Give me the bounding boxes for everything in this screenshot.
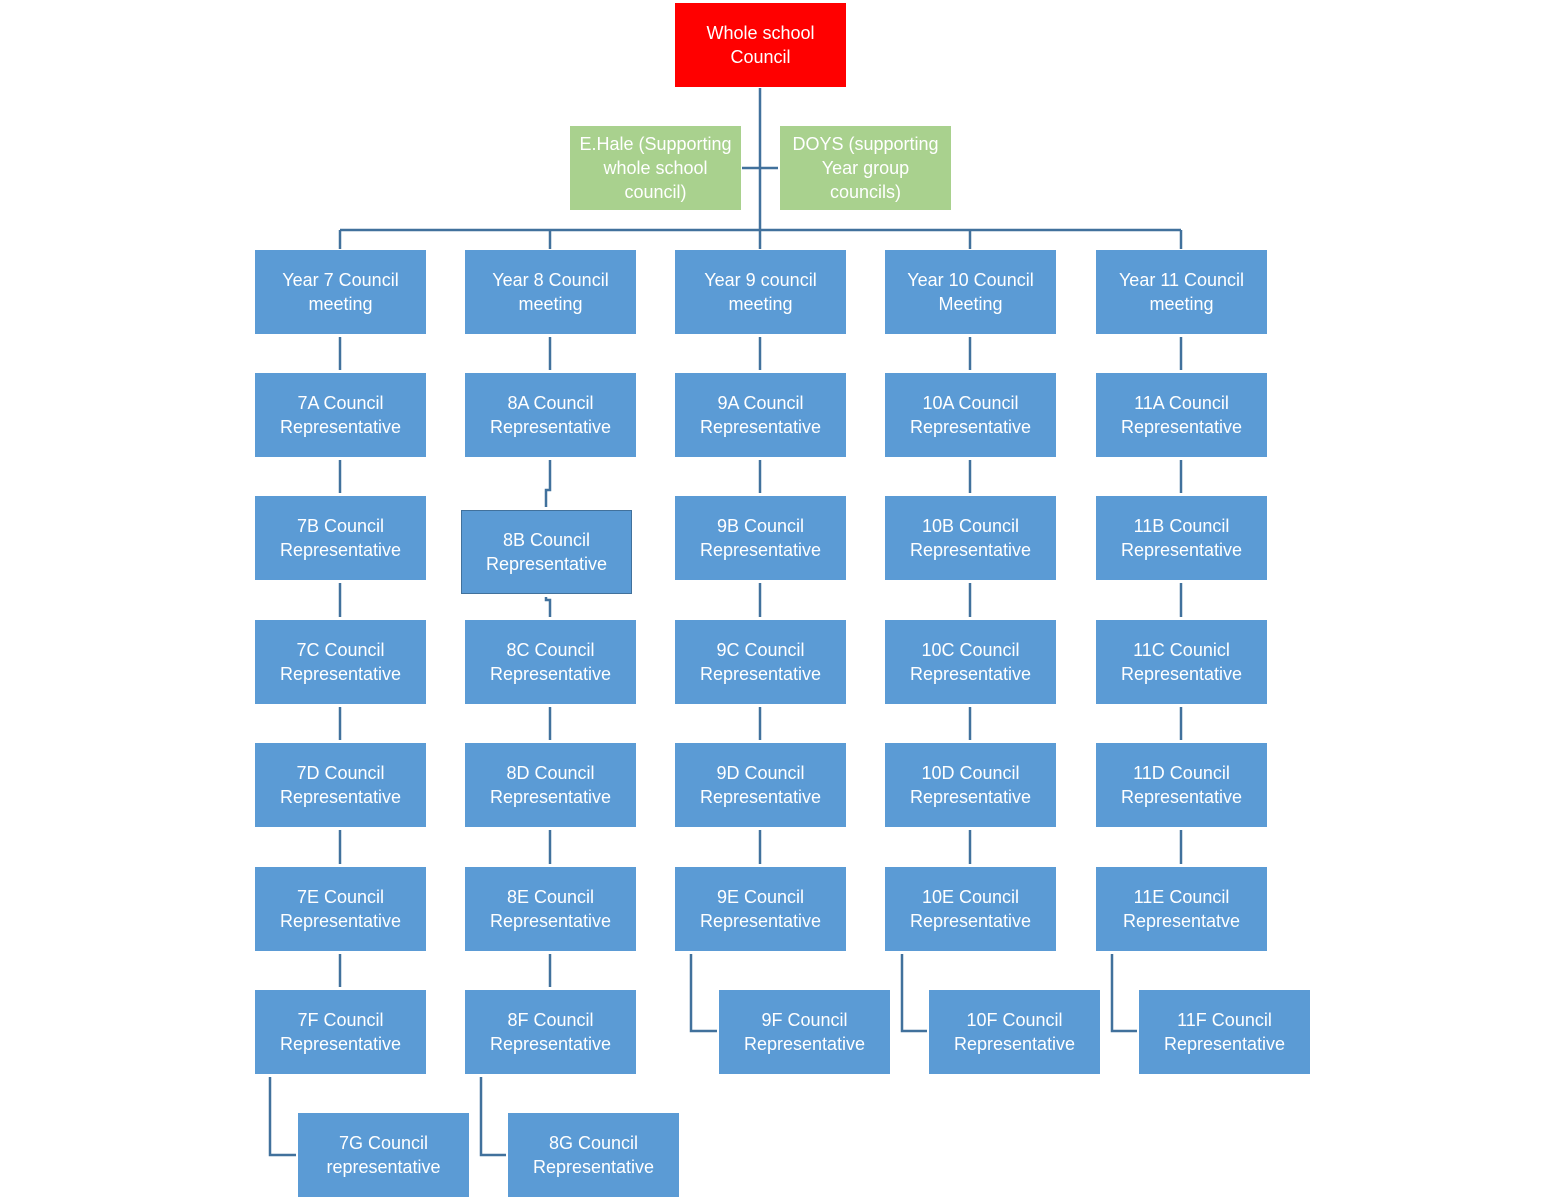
link-7f-7g [268,1077,296,1157]
rep-9c-label: 9C Council Representative [699,640,822,684]
ehale-support-label: E.Hale (Supporting whole school council) [579,134,732,202]
rep-8d-label: 8D Council Representative [489,763,612,807]
ehale-support-box: E.Hale (Supporting whole school council) [570,126,741,210]
rep-9d-label: 9D Council Representative [699,763,822,807]
rep-10b-box: 10B Council Representative [885,496,1056,580]
rep-9a-label: 9A Council Representative [699,393,822,437]
rep-7a-label: 7A Council Representative [279,393,402,437]
rep-9f-box: 9F Council Representative [719,990,890,1074]
rep-10f-label: 10F Council Representative [953,1010,1076,1054]
rep-8g-box: 8G Council Representative [508,1113,679,1197]
rep-11c-label: 11C Counicl Representative [1120,640,1243,684]
year-10-meeting-box: Year 10 Council Meeting [885,250,1056,334]
rep-11b-box: 11B Council Representative [1096,496,1267,580]
link-11e-11f [1110,954,1137,1033]
rep-8b-box: 8B Council Representative [461,510,632,594]
rep-7b-box: 7B Council Representative [255,496,426,580]
rep-9e-label: 9E Council Representative [699,887,822,931]
year-7-meeting-box: Year 7 Council meeting [255,250,426,334]
rep-9b-label: 9B Council Representative [699,516,822,560]
doys-support-box: DOYS (supporting Year group councils) [780,126,951,210]
rep-8f-box: 8F Council Representative [465,990,636,1074]
rep-7e-box: 7E Council Representative [255,867,426,951]
rep-8g-label: 8G Council Representative [532,1133,655,1177]
rep-11d-box: 11D Council Representative [1096,743,1267,827]
doys-support-label: DOYS (supporting Year group councils) [792,134,939,202]
rep-7d-box: 7D Council Representative [255,743,426,827]
rep-10d-label: 10D Council Representative [909,763,1032,807]
year-8-meeting-box: Year 8 Council meeting [465,250,636,334]
link-9e-9f [689,954,717,1033]
rep-7f-label: 7F Council Representative [279,1010,402,1054]
rep-7d-label: 7D Council Representative [279,763,402,807]
rep-8e-box: 8E Council Representative [465,867,636,951]
rep-7c-label: 7C Council Representative [279,640,402,684]
rep-11a-label: 11A Council Representative [1120,393,1243,437]
rep-8b-label: 8B Council Representative [485,530,608,574]
rep-9a-box: 9A Council Representative [675,373,846,457]
rep-7b-label: 7B Council Representative [279,516,402,560]
rep-9f-label: 9F Council Representative [743,1010,866,1054]
rep-7a-box: 7A Council Representative [255,373,426,457]
rep-10b-label: 10B Council Representative [909,516,1032,560]
rep-8c-label: 8C Council Representative [489,640,612,684]
year-9-meeting-box: Year 9 council meeting [675,250,846,334]
rep-10a-box: 10A Council Representative [885,373,1056,457]
rep-10c-box: 10C Council Representative [885,620,1056,704]
whole-school-council-box: Whole school Council [675,3,846,87]
rep-7g-box: 7G Council representative [298,1113,469,1197]
year-11-meeting-box: Year 11 Council meeting [1096,250,1267,334]
link-8a-8b [544,460,552,507]
link-10e-10f [900,954,927,1033]
rep-11a-box: 11A Council Representative [1096,373,1267,457]
rep-10f-box: 10F Council Representative [929,990,1100,1074]
rep-7f-box: 7F Council Representative [255,990,426,1074]
year-8-meeting-label: Year 8 Council meeting [492,270,609,314]
rep-9d-box: 9D Council Representative [675,743,846,827]
year-11-meeting-label: Year 11 Council meeting [1118,270,1245,314]
link-8f-8g [479,1077,506,1157]
rep-7c-box: 7C Council Representative [255,620,426,704]
year-7-meeting-label: Year 7 Council meeting [282,270,399,314]
rep-9e-box: 9E Council Representative [675,867,846,951]
rep-7e-label: 7E Council Representative [279,887,402,931]
rep-11f-label: 11F Council Representative [1163,1010,1286,1054]
rep-11b-label: 11B Council Representative [1120,516,1243,560]
link-8b-8c [544,597,552,617]
rep-10e-box: 10E Council Representative [885,867,1056,951]
rep-8a-label: 8A Council Representative [489,393,612,437]
rep-10c-label: 10C Council Representative [909,640,1032,684]
rep-9c-box: 9C Council Representative [675,620,846,704]
rep-11e-box: 11E Council Representatve [1096,867,1267,951]
rep-10a-label: 10A Council Representative [909,393,1032,437]
year-10-meeting-label: Year 10 Council Meeting [907,270,1034,314]
rep-8e-label: 8E Council Representative [489,887,612,931]
rep-10e-label: 10E Council Representative [909,887,1032,931]
rep-11c-box: 11C Counicl Representative [1096,620,1267,704]
whole-school-council-label: Whole school Council [706,23,815,67]
rep-11d-label: 11D Council Representative [1120,763,1243,807]
year-9-meeting-label: Year 9 council meeting [704,270,817,314]
rep-8f-label: 8F Council Representative [489,1010,612,1054]
rep-8a-box: 8A Council Representative [465,373,636,457]
rep-8c-box: 8C Council Representative [465,620,636,704]
rep-10d-box: 10D Council Representative [885,743,1056,827]
rep-8d-box: 8D Council Representative [465,743,636,827]
rep-7g-label: 7G Council representative [326,1133,441,1177]
rep-11e-label: 11E Council Representatve [1122,887,1241,931]
rep-9b-box: 9B Council Representative [675,496,846,580]
rep-11f-box: 11F Council Representative [1139,990,1310,1074]
